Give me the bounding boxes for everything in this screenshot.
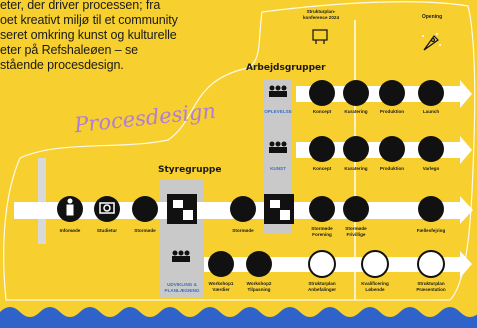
row1-produktion-label: Produktion xyxy=(379,109,405,114)
intro-line-2: oet kreativt miljø til et community xyxy=(0,13,178,27)
kunst-label: KUNST xyxy=(270,166,286,171)
people-group-icon xyxy=(172,85,287,262)
frivillige-icon xyxy=(343,196,369,222)
row2-kuratering-label: Kuratering xyxy=(344,166,368,171)
oplevelse-label: OPLEVELSE xyxy=(264,109,292,114)
intro-line-4: eter på Refshaleøen – se xyxy=(0,43,138,57)
camera-icon xyxy=(94,196,120,222)
stormode1-label: Stormøde xyxy=(134,228,156,233)
faellesfejring-label: Fællesfejring xyxy=(416,228,446,233)
people-icon xyxy=(132,196,158,222)
icon-circles-row3 xyxy=(57,196,444,222)
rocket-sketch-icon xyxy=(423,35,439,51)
intro-line-3: seret omkring kunst og kulturelle xyxy=(0,28,177,42)
koncept-icon xyxy=(309,80,335,106)
stormode-frivillige-label: Stormøde Frivillige xyxy=(345,226,367,237)
icon-glyphs xyxy=(66,198,290,220)
row2-produktion-label: Produktion xyxy=(379,166,405,171)
presentation-icon xyxy=(417,250,445,278)
row1-launch-label: Launch xyxy=(422,109,440,114)
infomode-label: Infomøde xyxy=(59,228,81,233)
row2-koncept-label: Koncept xyxy=(312,166,332,171)
stormode2-label: Stormøde xyxy=(232,228,254,233)
workshop1-label: Workshop1 Værdier xyxy=(208,281,234,292)
konference-sketch-icon xyxy=(312,29,328,44)
kuratering-icon xyxy=(343,80,369,106)
icon-circles-row2 xyxy=(309,136,444,162)
row1-koncept-label: Koncept xyxy=(312,109,332,114)
row2-varlegn-label: Varlegn xyxy=(422,166,440,171)
produktion2-icon xyxy=(379,136,405,162)
sparkle-icon xyxy=(422,33,441,46)
forening-icon xyxy=(309,196,335,222)
intro-line-1: eter, der driver processen; fra xyxy=(0,0,161,12)
row1-kuratering-label: Kuratering xyxy=(344,109,368,114)
celebration-icon xyxy=(418,196,444,222)
strukturplan-anbefalinger-label: Strukturplan Anbefalinger xyxy=(307,281,337,292)
konference-label: Strukturplan- konference 2024 xyxy=(302,9,340,20)
intro-line-5: stående procesdesign. xyxy=(0,58,124,72)
strukturplan-praesentation-label: Strukturplan Præsentation xyxy=(416,281,446,292)
produktion-icon xyxy=(379,80,405,106)
studietur-label: Studietur xyxy=(96,228,118,233)
koncept2-icon xyxy=(309,136,335,162)
workshop2-label: Workshop2 Tilpasning xyxy=(246,281,272,292)
pencil-icon xyxy=(208,251,234,277)
compass-icon xyxy=(246,251,272,277)
udvikling-label: UDVIKLING & PLANLÆGNING xyxy=(164,282,200,293)
left-post xyxy=(38,158,46,244)
kuratering2-icon xyxy=(343,136,369,162)
opening-label: Opening xyxy=(421,14,443,20)
icon-circles-row1 xyxy=(309,80,444,106)
lightbulb-icon xyxy=(361,250,389,278)
document-icon xyxy=(308,250,336,278)
stormode-forening-label: Stormøde Forening xyxy=(311,226,333,237)
stormode-icon xyxy=(230,196,256,222)
wave-footer xyxy=(0,307,477,328)
launch-icon xyxy=(418,80,444,106)
varlegn-icon xyxy=(418,136,444,162)
styregruppe-title: Styregruppe xyxy=(158,165,222,175)
icon-circles-row4 xyxy=(208,250,445,278)
kvalificering-label: Kvalificering Løbende xyxy=(361,281,389,292)
hand-drawn-outline xyxy=(3,1,476,301)
arbejdsgrupper-title: Arbejdsgrupper xyxy=(246,63,326,73)
